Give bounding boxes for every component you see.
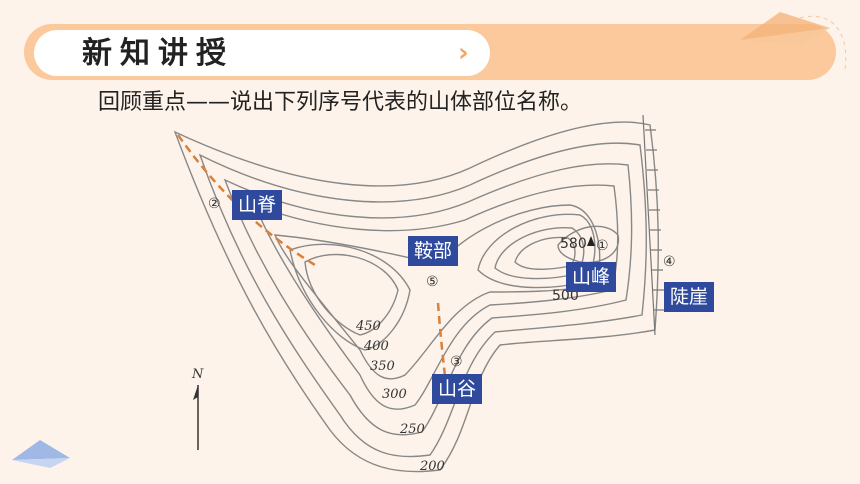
contour-line <box>198 142 647 458</box>
question-text: 回顾重点——说出下列序号代表的山体部位名称。 <box>98 90 583 115</box>
contour-label-580: 580 <box>560 236 587 252</box>
contour-label-250: 250 <box>399 422 425 437</box>
contour-label-500: 500 <box>552 288 579 304</box>
chevron-right-icon: › <box>458 38 469 68</box>
contour-label-400: 400 <box>363 339 389 354</box>
contour-line <box>273 204 601 380</box>
contour-line <box>173 121 659 473</box>
contour-label-450: 450 <box>355 319 381 334</box>
contour-line <box>253 184 619 410</box>
marker-3: ③ <box>450 354 463 370</box>
contour-line <box>289 243 411 351</box>
north-arrow-icon: N <box>191 367 204 450</box>
contour-line <box>557 225 620 264</box>
header-pill <box>34 30 490 76</box>
marker-5: ⑤ <box>426 274 439 290</box>
label-ridge: 山脊 <box>232 190 283 220</box>
contour-label-200: 200 <box>419 459 445 474</box>
contour-line <box>304 253 399 336</box>
page-title: 新知讲授 <box>82 36 234 71</box>
cliff-hatching <box>642 114 665 336</box>
label-cliff: 陡崖 <box>664 282 715 312</box>
contour-line <box>223 163 633 436</box>
label-peak: 山峰 <box>566 262 617 292</box>
label-saddle: 鞍部 <box>408 236 459 266</box>
peak-triangle-icon <box>587 236 595 246</box>
paper-plane-icon <box>12 440 70 468</box>
marker-4: ④ <box>663 254 676 270</box>
contour-label-350: 350 <box>370 359 395 374</box>
contour-label-300: 300 <box>382 387 407 402</box>
marker-1: ① <box>596 238 609 254</box>
marker-2: ② <box>208 196 221 212</box>
contour-line <box>494 226 585 280</box>
label-valley: 山谷 <box>432 374 483 404</box>
contour-line <box>514 236 576 270</box>
valley-line <box>436 302 448 386</box>
north-label: N <box>191 367 204 382</box>
paper-plane-icon <box>740 12 847 71</box>
contour-line <box>477 213 596 289</box>
ridge-line <box>176 134 316 267</box>
